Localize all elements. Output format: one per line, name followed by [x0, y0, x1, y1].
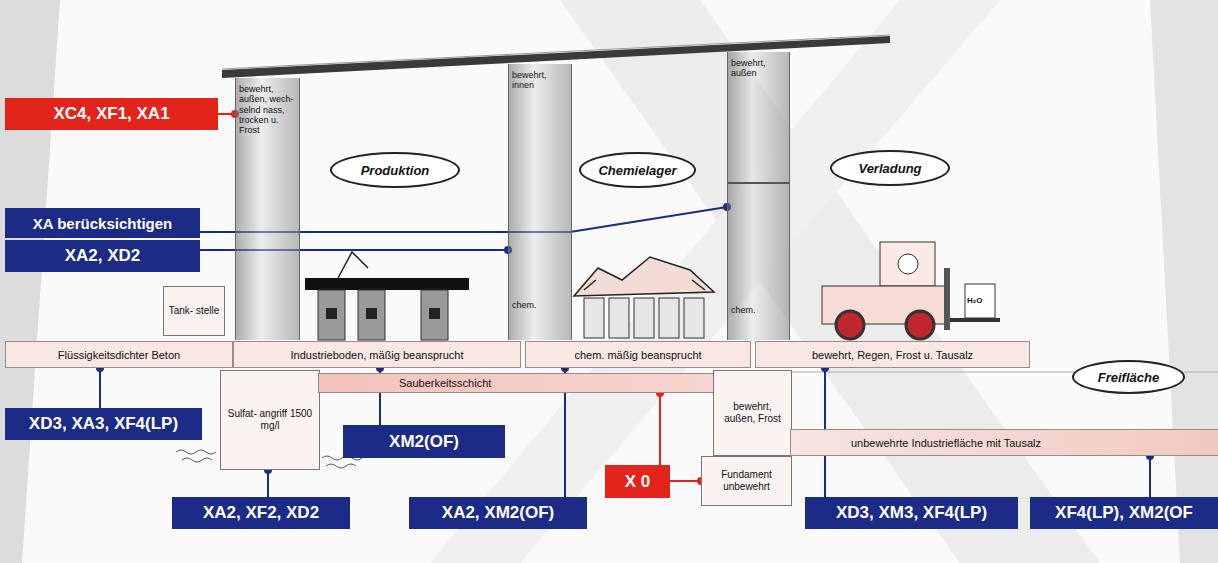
drum: [634, 298, 654, 338]
area-oval: Verladung: [830, 150, 950, 186]
class-callout: XD3, XM3, XF4(LP): [805, 497, 1018, 529]
node-text: XA2, XF2, XD2: [203, 503, 319, 523]
leg-mark: [366, 308, 377, 319]
class-callout: XA2, XF2, XD2: [172, 497, 350, 529]
node-text: Fundament unbewehrt: [705, 469, 788, 493]
floor-band: Flüssigkeitsdichter Beton: [5, 341, 233, 368]
shade: [1150, 0, 1218, 563]
foundation-box: Sulfat- angriff 1500 mg/l: [220, 370, 320, 470]
floor-band: Industrieboden, mäßig beansprucht: [233, 341, 521, 368]
drum: [659, 298, 679, 338]
node-text: chem.: [512, 300, 568, 310]
class-callout: XF4(LP), XM2(OF: [1030, 497, 1218, 529]
mast: [944, 268, 950, 330]
node-text: Industrieboden, mäßig beansprucht: [290, 349, 463, 361]
column: bewehrt, innen chem.: [508, 64, 572, 340]
cab: [880, 242, 935, 286]
arrow: [584, 280, 596, 290]
chemical-store: [574, 257, 714, 338]
arrow: [692, 280, 705, 290]
node-text: unbewehrte Industriefläche mit Tausalz: [851, 437, 1041, 449]
chemical-pile: [574, 257, 714, 296]
class-callout: XA2, XD2: [5, 240, 200, 272]
driver: [898, 254, 918, 274]
node-text: bewehrt, außen: [731, 58, 786, 79]
node-text: X 0: [625, 472, 651, 492]
wheel: [836, 311, 864, 339]
class-callout: XA berücksichtigen: [5, 208, 200, 238]
node-text: XD3, XM3, XF4(LP): [836, 503, 987, 523]
table-leg: [358, 290, 385, 340]
node-text: Tank- stelle: [169, 305, 220, 317]
drum: [609, 298, 629, 338]
leg-mark: [326, 308, 337, 319]
wave: [326, 464, 356, 468]
wheel: [906, 311, 934, 339]
leader-line: [670, 480, 701, 482]
shade: [430, 0, 1000, 563]
wave: [182, 458, 212, 462]
table-leg: [421, 290, 448, 340]
node-text: Produktion: [361, 163, 430, 178]
node-text: XF4(LP), XM2(OF: [1055, 503, 1193, 523]
node-text: chem.: [731, 305, 786, 315]
node-text: bewehrt, Regen, Frost u. Tausalz: [812, 349, 973, 361]
node-text: chem. mäßig beansprucht: [574, 349, 701, 361]
node-text: XC4, XF1, XA1: [53, 104, 169, 124]
table-leg: [318, 290, 345, 340]
node-text: XA berücksichtigen: [33, 215, 172, 232]
machine-table: [305, 252, 469, 340]
foundation-box: bewehrt, außen, Frost: [713, 370, 792, 456]
yard-slab: unbewehrte Industriefläche mit Tausalz: [790, 429, 1218, 456]
class-callout: XA2, XM2(OF): [409, 497, 587, 529]
node-text: Sulfat- angriff 1500 mg/l: [224, 408, 316, 432]
node-text: bewehrt, innen: [512, 70, 568, 91]
node-text: Flüssigkeitsdichter Beton: [58, 349, 180, 361]
class-callout: X 0: [605, 465, 670, 498]
crate: [965, 284, 995, 318]
node-text: Freifläche: [1098, 370, 1159, 385]
tank-box: Tank- stelle: [163, 286, 225, 336]
class-callout: XM2(OF): [343, 425, 505, 458]
shade: [0, 0, 60, 563]
node-text: XD3, XA3, XF4(LP): [29, 414, 178, 434]
area-oval: Produktion: [330, 152, 460, 188]
area-oval: Chemielager: [579, 152, 696, 188]
leg-mark: [429, 308, 440, 319]
fork: [950, 318, 1000, 322]
table-top: [305, 278, 469, 290]
node-text: XM2(OF): [389, 432, 459, 452]
forklift: [822, 242, 1000, 339]
floor-band: bewehrt, Regen, Frost u. Tausalz: [755, 341, 1030, 368]
foundation-box: Fundament unbewehrt: [701, 456, 792, 506]
floor-band: chem. mäßig beansprucht: [525, 341, 751, 368]
node-text: Verladung: [858, 161, 921, 176]
column: bewehrt, außen, wech- selnd nass, trocke…: [235, 78, 300, 340]
node-text: bewehrt, außen, wech- selnd nass, trocke…: [239, 84, 296, 136]
machine-arm: [338, 252, 368, 278]
drum: [584, 298, 604, 338]
leader-line: [1149, 456, 1151, 497]
node-text: Sauberkeitsschicht: [399, 377, 491, 389]
area-oval: Freifläche: [1072, 360, 1185, 394]
wave: [176, 450, 216, 454]
leader-line: [267, 470, 269, 497]
column: bewehrt, außen chem.: [727, 52, 790, 340]
node-text: XA2, XM2(OF): [442, 503, 554, 523]
node-text: Chemielager: [598, 163, 676, 178]
node-text: bewehrt, außen, Frost: [717, 401, 788, 425]
class-callout: XC4, XF1, XA1: [5, 98, 218, 130]
node-text: XA2, XD2: [65, 246, 141, 266]
drum: [684, 298, 704, 338]
class-callout: XD3, XA3, XF4(LP): [5, 408, 202, 440]
crate-label: H₂O: [967, 296, 983, 305]
leader-line: [659, 393, 661, 465]
blinding-layer: Sauberkeitsschicht: [318, 373, 715, 393]
leader-line: [99, 368, 101, 408]
